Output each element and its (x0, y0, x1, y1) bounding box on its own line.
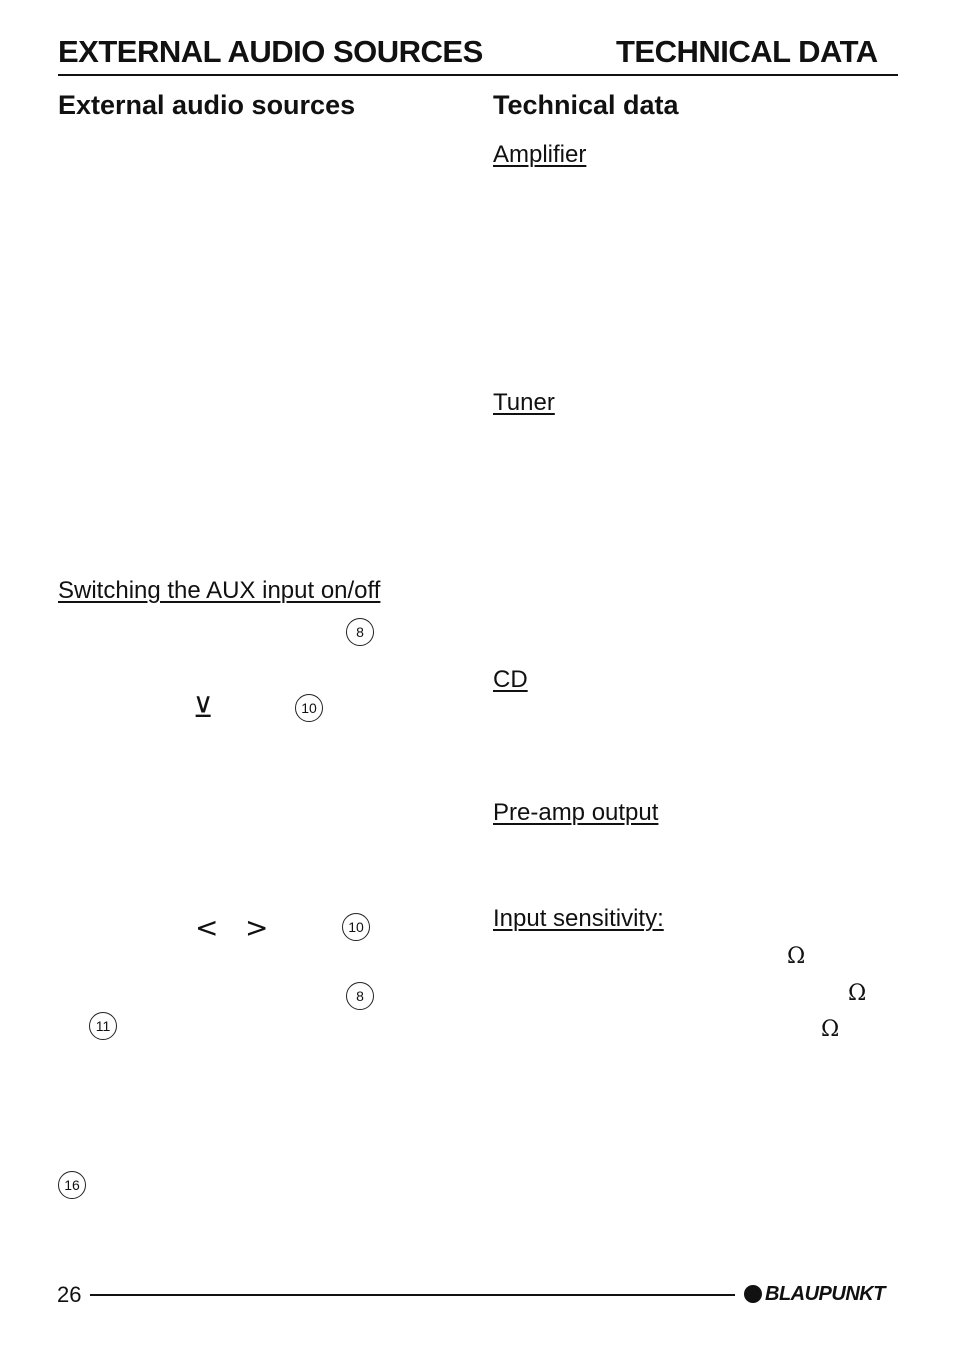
header-right-title: TECHNICAL DATA (616, 34, 878, 69)
left-button-icon: < (195, 911, 219, 944)
right-button-icon: > (245, 911, 269, 944)
external-audio-sources-title: External audio sources (58, 90, 356, 120)
ohm-symbol: Ω (848, 981, 867, 1006)
down-button-icon: ⊻ (193, 691, 214, 724)
marker-8: 8 (346, 618, 374, 646)
cd-subtitle: CD (493, 666, 528, 693)
amplifier-subtitle: Amplifier (493, 141, 587, 168)
header-left-title: EXTERNAL AUDIO SOURCES (58, 34, 483, 69)
marker-10: 10 (342, 913, 370, 941)
preamp-output-subtitle: Pre-amp output (493, 799, 659, 826)
marker-11: 11 (89, 1012, 117, 1040)
page-number: 26 (57, 1282, 82, 1307)
marker-16: 16 (58, 1171, 86, 1199)
technical-data-title: Technical data (493, 90, 679, 120)
header-rule (58, 74, 898, 76)
input-sensitivity-subtitle: Input sensitivity: (493, 905, 664, 932)
brand-logo: BLAUPUNKT (744, 1283, 885, 1305)
tuner-subtitle: Tuner (493, 389, 555, 416)
switching-aux-subtitle: Switching the AUX input on/off (58, 577, 381, 604)
ohm-symbol: Ω (821, 1017, 840, 1042)
marker-10: 10 (295, 694, 323, 722)
marker-8: 8 (346, 982, 374, 1010)
ohm-symbol: Ω (787, 944, 806, 969)
logo-dot-icon (744, 1285, 762, 1303)
footer-rule (90, 1294, 735, 1296)
brand-name: BLAUPUNKT (765, 1283, 885, 1305)
